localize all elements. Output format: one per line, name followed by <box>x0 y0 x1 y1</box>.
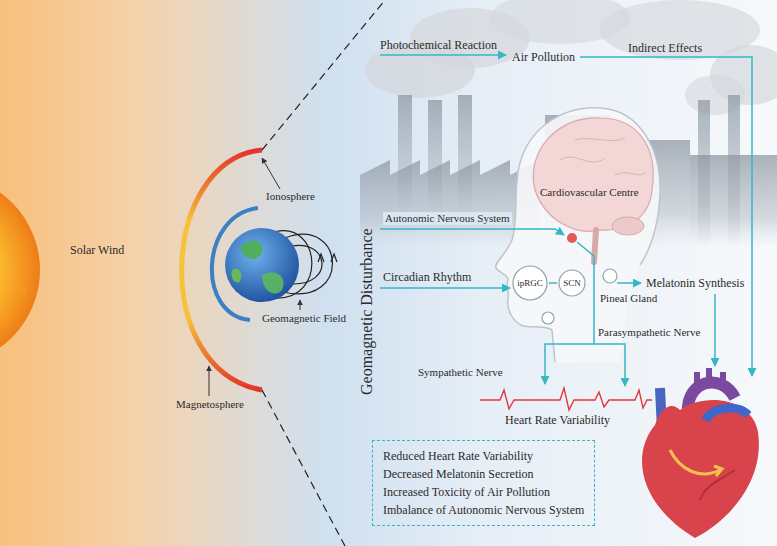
effects-box: Reduced Heart Rate VariabilityDecreased … <box>372 440 595 526</box>
cerebellum <box>612 217 644 235</box>
flow-arrow <box>617 282 641 284</box>
text-label: Indirect Effects <box>628 41 702 55</box>
pineal-gland <box>603 269 617 283</box>
text-label: Melatonin Synthesis <box>646 276 744 290</box>
sun-disc <box>0 175 40 365</box>
brain <box>533 118 653 231</box>
teal-arrows <box>380 55 752 386</box>
circle-shape <box>513 266 547 300</box>
text-label: Heart Rate Variability <box>505 413 610 427</box>
leader-arrow <box>262 158 280 189</box>
zoom-lines <box>262 0 385 546</box>
text-label: Solar Wind <box>70 243 124 257</box>
building <box>690 155 777 245</box>
flow-arrow <box>380 287 510 289</box>
node-text: Imbalance of Autonomic Nervous System <box>383 501 584 519</box>
scn-circle: SCN <box>558 269 586 297</box>
text-label: Cardiovascular Centre <box>540 186 639 199</box>
node-text: Reduced Heart Rate Variability <box>383 447 584 465</box>
text-label: Photochemical Reaction <box>380 38 497 52</box>
dashed-line <box>262 0 385 150</box>
flow-arrow <box>545 344 594 384</box>
dashed-line <box>262 390 345 546</box>
sawtooth-building <box>360 160 540 245</box>
head <box>496 108 660 362</box>
text-label: Geomagnetic Disturbance <box>357 228 376 395</box>
text-label: Magnetosphere <box>176 398 244 411</box>
earth <box>225 228 299 302</box>
text-label: Circadian Rhythm <box>383 270 471 284</box>
text-label: Air Pollution <box>512 50 575 64</box>
text-label: Ionosphere <box>266 190 315 203</box>
sun <box>0 175 40 365</box>
heart-body <box>642 400 759 538</box>
text-label: Sympathetic Nerve <box>418 366 503 379</box>
text-label: Autonomic Nervous System <box>383 212 512 225</box>
flow-arrow <box>380 54 506 56</box>
node-text: Decreased Melatonin Secretion <box>383 465 584 483</box>
flow-mark <box>670 450 720 474</box>
node-text: Increased Toxicity of Air Pollution <box>383 483 584 501</box>
text-label: Geomagnetic Field <box>262 312 346 325</box>
hrv-wave <box>480 388 652 410</box>
leader-arrow <box>300 300 301 310</box>
small-circle <box>542 312 554 324</box>
text-label: Pineal Gland <box>600 292 657 305</box>
cardiovascular-centre-dot <box>567 233 577 243</box>
leader-arrow <box>209 366 210 396</box>
circle-shape <box>559 270 585 296</box>
connector <box>549 282 557 284</box>
pulmonary-artery <box>705 408 748 420</box>
node-text: ipRGC <box>517 278 543 289</box>
flow-arrow <box>580 57 752 376</box>
head-fill <box>496 108 660 362</box>
flow-arrow <box>594 344 625 386</box>
flow-arrow <box>714 294 716 366</box>
node-text: SCN <box>563 278 581 289</box>
heart <box>642 368 759 538</box>
flow-arrow <box>380 229 564 235</box>
iprgc-circle: ipRGC <box>512 265 548 301</box>
text-label: Parasympathetic Nerve <box>598 326 700 339</box>
magnetosphere <box>182 150 337 396</box>
